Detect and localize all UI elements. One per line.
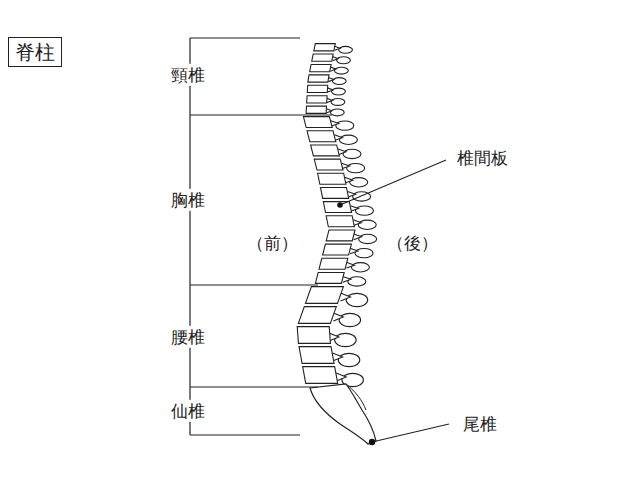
- spinous-process: [330, 109, 344, 116]
- part-label: 尾椎: [461, 413, 499, 435]
- vertebral-body: [305, 287, 343, 304]
- vertebral-arch: [332, 57, 338, 61]
- title: 脊柱: [8, 37, 62, 67]
- spinous-process: [339, 46, 353, 53]
- spinous-process: [337, 57, 351, 64]
- leader-lines: [340, 160, 449, 442]
- vertebral-arch: [327, 98, 333, 102]
- vertebral-arch: [333, 353, 343, 361]
- spinous-process: [348, 277, 366, 286]
- vertebral-body: [307, 131, 336, 142]
- spinous-process: [335, 333, 357, 346]
- spinous-process: [332, 88, 346, 95]
- region-label: 胸椎: [169, 189, 207, 211]
- spinous-process: [336, 121, 354, 130]
- region-label: 仙椎: [169, 400, 207, 422]
- spinous-process: [343, 149, 361, 158]
- vertebral-body: [303, 117, 332, 128]
- spinous-process: [359, 234, 377, 243]
- vertebral-body: [307, 85, 327, 92]
- vertebral-arch: [328, 77, 334, 81]
- vertebral-body: [314, 159, 343, 170]
- vertebral-body: [323, 202, 351, 213]
- spinous-process: [355, 248, 373, 257]
- vertebral-body: [303, 367, 338, 384]
- vertebral-body: [319, 258, 348, 269]
- spinous-process: [339, 135, 357, 144]
- spinous-process: [358, 220, 376, 229]
- vertebral-body: [315, 272, 344, 283]
- spinous-process: [346, 293, 368, 306]
- vertebral-body: [297, 327, 330, 344]
- spinous-process: [355, 206, 373, 215]
- vertebral-body: [312, 54, 333, 61]
- vertebral-arch: [326, 109, 332, 113]
- sacrum-crest: [346, 384, 366, 410]
- vertebral-body: [306, 106, 326, 113]
- vertebrae: [297, 44, 376, 387]
- disc-dot: [337, 202, 343, 208]
- coccyx-dot: [369, 439, 375, 445]
- spinous-process: [339, 313, 361, 326]
- vertebral-arch: [346, 262, 354, 268]
- spinous-process: [350, 178, 368, 187]
- spinous-process: [332, 78, 346, 85]
- region-label: 頸椎: [169, 64, 207, 86]
- vertebral-arch: [333, 313, 343, 321]
- sacrum: [310, 384, 376, 444]
- vertebral-body: [308, 75, 329, 82]
- vertebral-body: [318, 173, 346, 184]
- vertebral-arch: [330, 67, 336, 71]
- vertebral-body: [323, 244, 352, 255]
- vertebral-arch: [336, 373, 346, 381]
- spinous-process: [347, 163, 365, 172]
- vertebral-body: [307, 96, 327, 103]
- vertebral-body: [311, 145, 340, 156]
- direction-label: （後）: [385, 232, 440, 254]
- vertebral-body: [310, 64, 331, 71]
- vertebral-arch: [354, 234, 362, 240]
- vertebral-body: [314, 44, 335, 51]
- region-label: 腰椎: [169, 326, 207, 348]
- vertebral-arch: [343, 277, 351, 283]
- vertebral-body: [326, 230, 355, 241]
- part-label: 椎間板: [455, 147, 510, 169]
- spinous-process: [351, 263, 369, 272]
- spinous-process: [338, 353, 360, 366]
- vertebral-arch: [340, 293, 350, 301]
- vertebral-body: [298, 307, 336, 324]
- vertebral-body: [320, 187, 348, 198]
- vertebral-arch: [335, 46, 341, 50]
- spinous-process: [334, 67, 348, 74]
- vertebral-body: [299, 347, 334, 364]
- vertebral-body: [326, 216, 354, 227]
- vertebral-arch: [350, 248, 358, 254]
- vertebral-arch: [327, 88, 333, 92]
- spinous-process: [331, 99, 345, 106]
- direction-label: （前）: [245, 232, 300, 254]
